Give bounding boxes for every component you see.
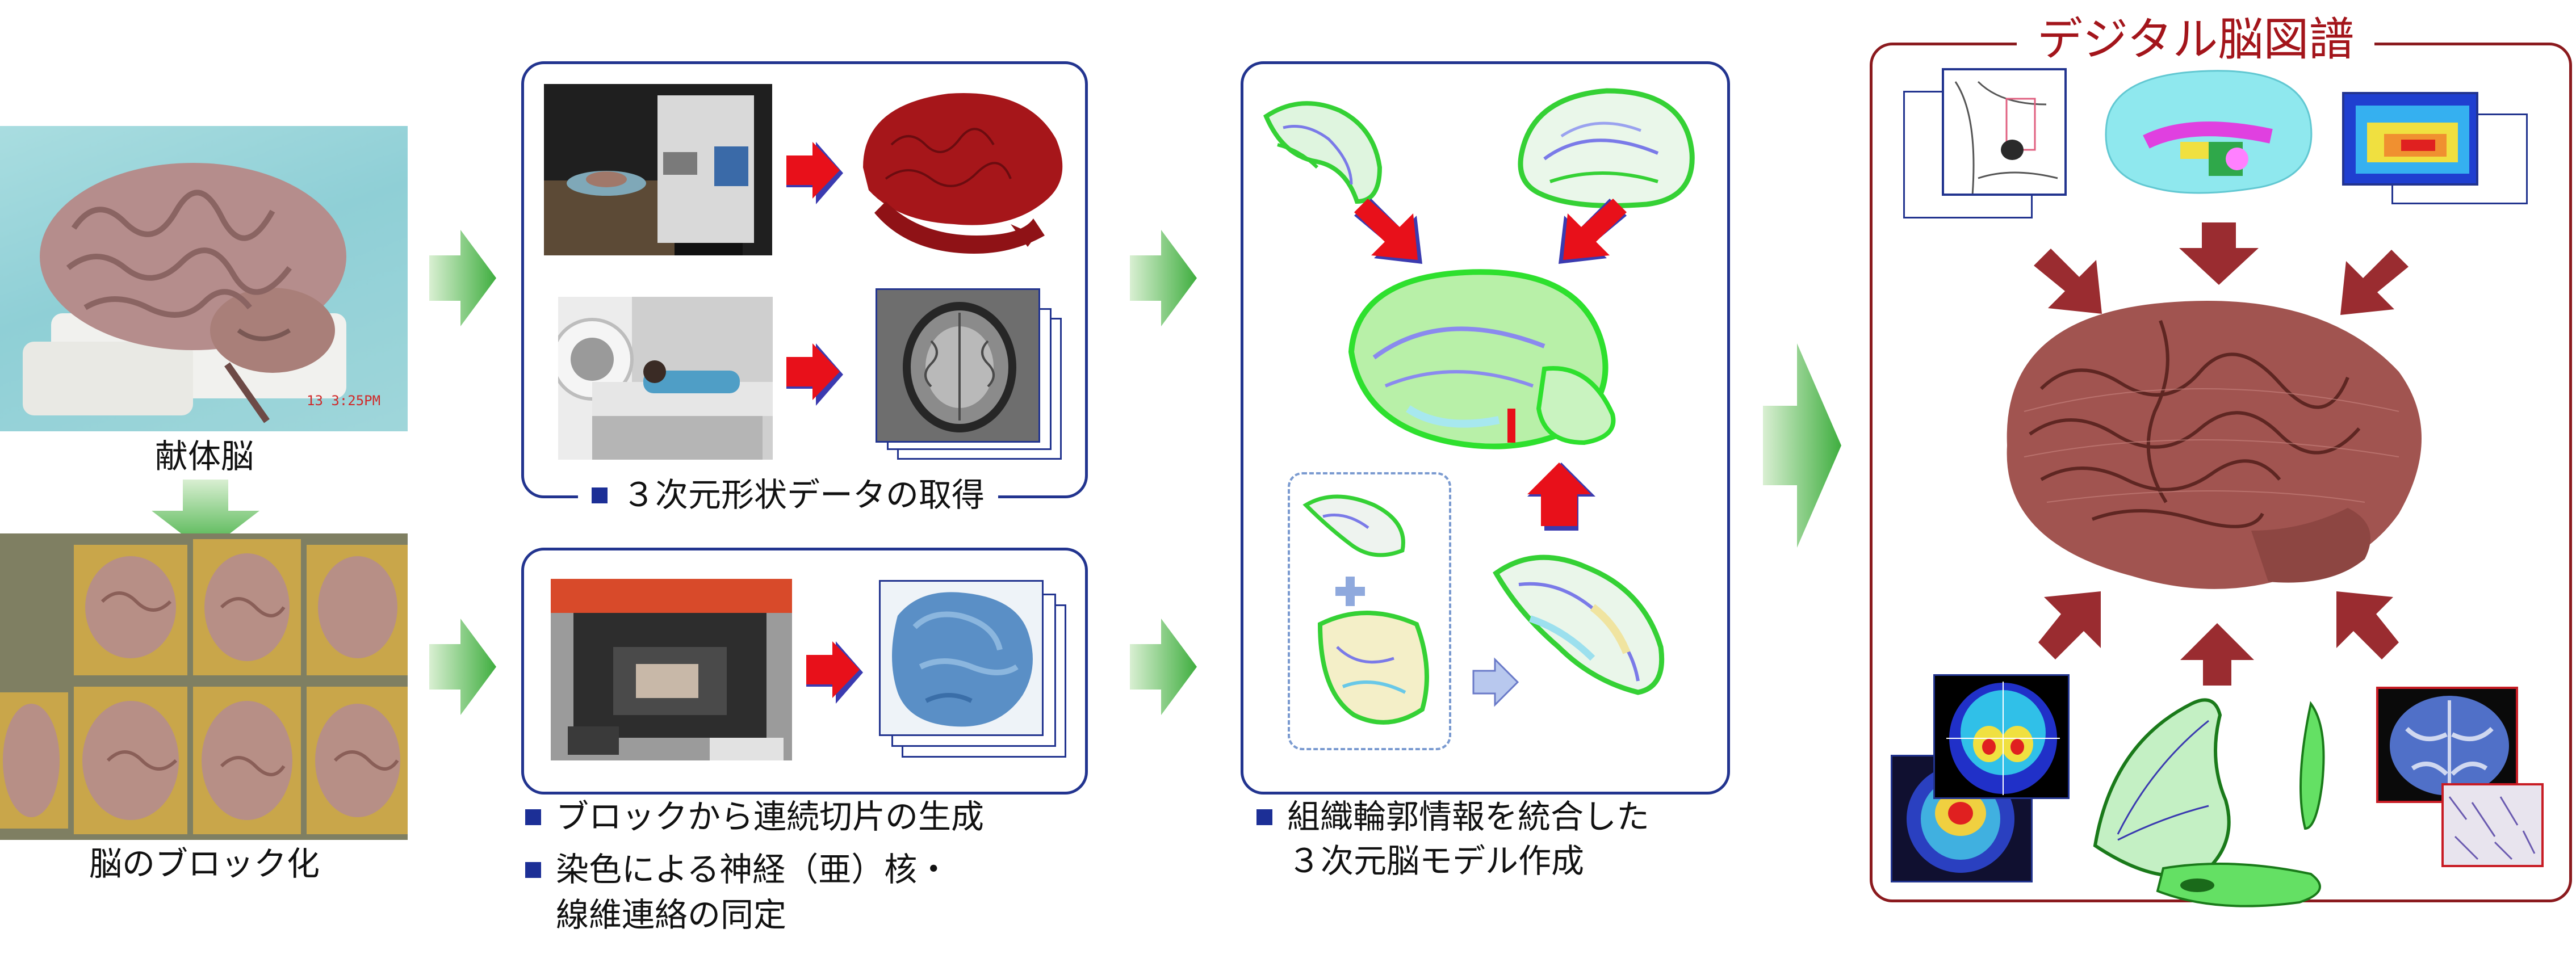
3d-nuclei-model [2105,70,2313,194]
mri-slice-image [876,288,1040,443]
shape-data-caption: ３次元形状データの取得 [578,476,999,515]
heatmap-image [2342,92,2478,186]
serial-sections-caption: ブロックから連続切片の生成 [525,797,984,837]
right-arrow-green-lower [429,619,496,715]
3d-structure-wireframe [2093,698,2325,907]
digital-atlas-title: デジタル脳図譜 [2017,17,2375,62]
contour-slice-top-right [1518,88,1695,208]
bullet-square [1256,809,1272,825]
histology-front-illustration [2390,696,2509,797]
right-arrow-green-large [1763,343,1841,548]
donated-brain-illustration [23,163,346,423]
right-arrow-green-upper-2 [1130,230,1197,326]
staining-label-line1: 染色による神経（亜）核・ [556,850,950,889]
section-panel [521,548,1088,795]
plus-icon [1335,577,1365,606]
red-arrow-diag-down-right [1354,199,1422,264]
right-arrow-green-lower-2 [1130,619,1197,715]
merged-slice [1493,554,1665,695]
bullet-square [525,861,541,878]
atlas-arrow-up [2180,623,2254,686]
red-arrow-section [806,641,863,704]
right-arrow-green-upper [429,230,496,326]
mri-scanner-photo [558,297,773,460]
brain-blocks-illustration [0,533,408,840]
brain-surface-model [863,93,1063,254]
red-arrow-up [1527,463,1595,531]
contour-slice-top-left [1263,101,1383,204]
integrated-3d-model [1348,269,1616,449]
donated-brain-photo: 13 3:25PM [0,126,408,431]
partial-slice-upper [1302,494,1405,557]
stained-section-image [879,580,1044,736]
merge-dashed-box [1288,472,1451,750]
atlas-arrow-down [2179,222,2259,285]
serial-sections-label: ブロックから連続切片の生成 [556,797,985,836]
atlas-arrow-down-right [2034,249,2102,314]
light-blue-arrow-right [1472,657,1519,707]
shape-data-label: ３次元形状データの取得 [622,476,985,514]
partial-slice-lower [1317,611,1429,725]
staining-caption: 染色による神経（亜）核・ [525,850,950,890]
atlas-plate-image [1942,68,2067,196]
stained-section-illustration [892,592,1033,727]
microtome-illustration [551,579,792,760]
mri-slice-illustration [903,302,1016,432]
bullet-square [525,809,541,825]
brain-blocks-photo [0,533,408,840]
donated-brain-label: 献体脳 [154,437,254,476]
staining-label-line2: 線維連絡の同定 [556,896,787,934]
bullet-square [592,487,608,503]
histology-image-back [2441,783,2544,867]
red-arrow-diag-down-left [1559,199,1627,264]
brain-blocking-label: 脳のブロック化 [89,844,320,883]
model-label-line1: 組織輪郭情報を統合した [1287,797,1650,836]
pet-image-front [1933,674,2070,799]
model-caption: 組織輪郭情報を統合した [1256,797,1649,837]
microtome-photo [551,579,792,760]
central-3d-brain-mesh [2007,301,2422,589]
model-label-line2: ３次元脳モデル作成 [1288,842,1585,880]
photo-timestamp: 13 3:25PM [307,393,381,409]
atlas-arrow-up-right [2038,591,2101,659]
atlas-plate-illustration [1954,81,2058,194]
red-arrow-scan [786,142,843,204]
laser-scanner-illustration [544,84,772,255]
heatmap-illustration [2344,94,2476,183]
red-arrow-mri [786,343,843,406]
laser-scanner-photo [544,84,772,255]
pet-front-illustration [1946,682,2060,795]
mri-scanner-illustration [558,297,773,460]
histology-back-illustration [2448,796,2536,860]
down-arrow-green [152,480,259,552]
atlas-arrow-up-left [2336,591,2399,659]
atlas-arrow-down-left [2340,250,2409,315]
model-integration-panel [1241,61,1730,795]
